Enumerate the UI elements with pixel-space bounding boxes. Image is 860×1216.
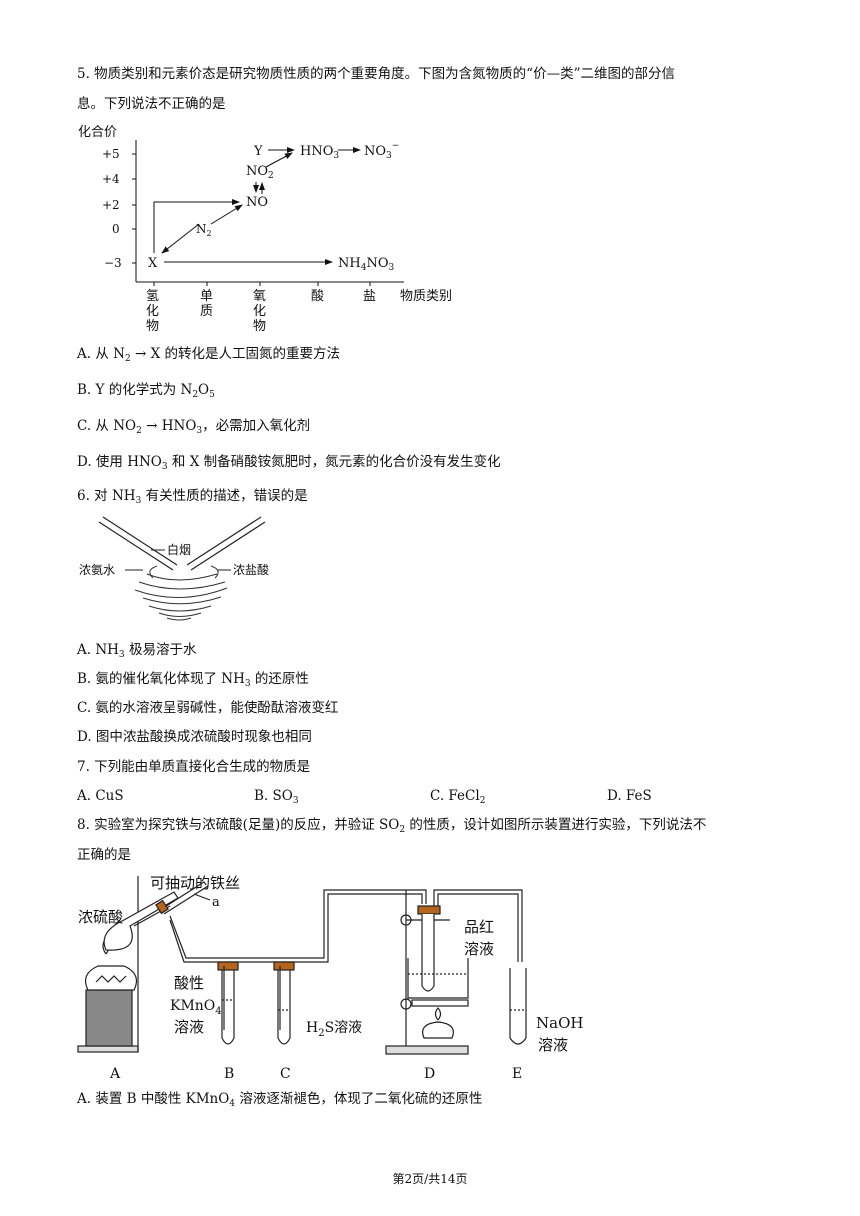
q8-stem-line2: 正确的是 (77, 847, 131, 863)
label-NO: NO (246, 195, 268, 210)
q5-stem-line2: 息。下列说法不正确的是 (77, 96, 226, 112)
q7-stem: 7. 下列能由单质直接化合生成的物质是 (77, 759, 311, 775)
left-glass-rod (98, 516, 178, 571)
q6-option-b[interactable]: B. 氨的催化氧化体现了 NH3 的还原性 (77, 671, 309, 689)
label-c-h2s: H2S溶液 (306, 1020, 362, 1039)
d-burner (422, 1021, 454, 1039)
q8-option-a[interactable]: A. 装置 B 中酸性 KMnO4 溶液逐渐褪色，体现了二氧化硫的还原性 (77, 1091, 483, 1109)
q7-option-b[interactable]: B. SO3 (254, 788, 299, 806)
label-iron-wire: 可抽动的铁丝 (150, 874, 240, 892)
q5-valence-class-diagram: 化合价 +5 +4 +2 0 −3 氢化物 单质 氧化物 酸 盐 物质类别 Y … (78, 125, 452, 334)
x-axis-label: 物质类别 (400, 289, 452, 304)
label-b-solution: 溶液 (174, 1018, 204, 1036)
label-conc-ammonia: 浓氨水 (79, 563, 115, 577)
label-NO3-ion: NO3− (364, 141, 399, 161)
x-cat-acid: 酸 (311, 289, 324, 304)
x-ticks (153, 282, 371, 286)
q7-option-a[interactable]: A. CuS (77, 788, 124, 804)
letter-C: C (280, 1066, 291, 1082)
x-cat-hydride: 氢化物 (146, 289, 159, 334)
label-NH4NO3: NH4NO3 (338, 256, 395, 273)
label-d-pinkred: 品红 (464, 918, 494, 936)
x-cat-element: 单质 (200, 289, 213, 319)
x-cat-oxide: 氧化物 (253, 289, 266, 334)
y-tick-p2: +2 (102, 198, 120, 212)
q8-stem-line1: 8. 实验室为探究铁与浓硫酸(足量)的反应，并验证 SO2 的性质，设计如图所示… (77, 817, 707, 835)
label-N2: N2 (196, 222, 212, 238)
y-tick-p5: +5 (102, 147, 120, 161)
q7-option-c[interactable]: C. FeCl2 (430, 788, 486, 806)
label-b-acidic: 酸性 (174, 974, 204, 992)
a-lamp (85, 965, 137, 991)
q5-stem-line1: 5. 物质类别和元素价态是研究物质性质的两个重要角度。下图为含氮物质的“价—类”… (77, 66, 675, 82)
label-Y: Y (253, 144, 263, 159)
right-glass-rod (186, 516, 266, 571)
y-tick-p4: +4 (102, 172, 120, 186)
iron-wire (159, 881, 205, 911)
label-e-solution: 溶液 (538, 1036, 568, 1054)
label-d-solution: 溶液 (464, 940, 494, 958)
q6-ammonia-hcl-figure: 白烟 浓氨水 浓盐酸 (79, 516, 269, 621)
letter-E: E (512, 1066, 522, 1082)
q5-option-c[interactable]: C. 从 NO2 → HNO3，必需加入氧化剂 (77, 418, 311, 436)
y-axis-label: 化合价 (78, 125, 117, 140)
q5-option-d[interactable]: D. 使用 HNO3 和 X 制备硝酸铵氮肥时，氮元素的化合价没有发生变化 (77, 454, 501, 472)
letter-B: B (224, 1066, 234, 1082)
q5-option-b[interactable]: B. Y 的化学式为 N2O5 (77, 382, 215, 400)
label-conc-hcl: 浓盐酸 (233, 562, 269, 577)
q7-option-d[interactable]: D. FeS (607, 788, 652, 804)
q6-option-a[interactable]: A. NH3 极易溶于水 (77, 642, 197, 660)
letter-A: A (109, 1066, 121, 1082)
d-stand-base (385, 1045, 469, 1055)
white-smoke-swirls (134, 565, 228, 621)
q6-option-d[interactable]: D. 图中浓盐酸换成浓硫酸时现象也相同 (77, 729, 312, 745)
c-test-tube (277, 968, 291, 1045)
q6-stem: 6. 对 NH3 有关性质的描述，错误的是 (77, 488, 308, 506)
letter-D: D (424, 1066, 435, 1082)
y-tick-0: 0 (112, 222, 120, 236)
a-stand-base (77, 1045, 139, 1053)
q8-apparatus-figure: 可抽动的铁丝 a 浓硫酸 酸性 KMnO4 溶液 H2S溶液 品红 溶液 NaO… (77, 874, 583, 1082)
label-NO2: NO2 (246, 164, 274, 181)
d-test-tube (421, 914, 435, 992)
q5-option-a[interactable]: A. 从 N2 → X 的转化是人工固氮的重要方法 (77, 346, 340, 364)
b-test-tube (221, 968, 235, 1045)
label-a: a (212, 895, 220, 910)
label-HNO3: HNO3 (300, 144, 339, 161)
a-block (85, 989, 133, 1047)
label-conc-sulfuric: 浓硫酸 (78, 908, 123, 926)
label-X: X (148, 256, 158, 271)
y-tick-m3: −3 (104, 256, 122, 270)
label-e-naoh: NaOH (536, 1014, 583, 1032)
label-white-smoke: 白烟 (167, 542, 191, 557)
page-footer: 第2页/共14页 (392, 1172, 468, 1186)
q6-option-c[interactable]: C. 氨的水溶液呈弱碱性，能使酚酞溶液变红 (77, 700, 339, 716)
x-cat-salt: 盐 (363, 289, 376, 304)
d-beaker (407, 958, 469, 999)
label-b-kmno4: KMnO4 (170, 998, 222, 1017)
e-test-tube (509, 968, 527, 1045)
y-ticks: +5 +4 +2 0 −3 (102, 147, 136, 270)
